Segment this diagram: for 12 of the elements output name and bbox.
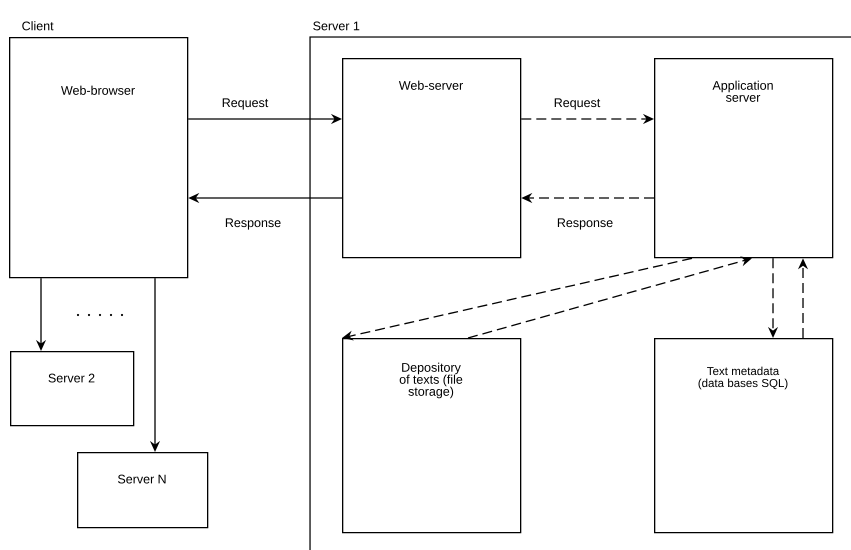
process-box: Web-browser Client (9, 21, 188, 278)
process-box: Application server (654, 58, 834, 258)
node-label: Client (22, 21, 54, 30)
edge-label: Response (224, 217, 282, 231)
edge-label: Request (552, 97, 602, 111)
process-box: Server N (77, 452, 208, 528)
process-box: Web-server (342, 58, 522, 258)
edge-label: Response (556, 217, 614, 231)
process-box: Depository of texts (file storage) (342, 338, 522, 534)
edge-label: Request (220, 97, 270, 111)
process-box: Text metadata (data bases SQL) (654, 338, 834, 534)
process-box: Server 2 (10, 351, 134, 426)
